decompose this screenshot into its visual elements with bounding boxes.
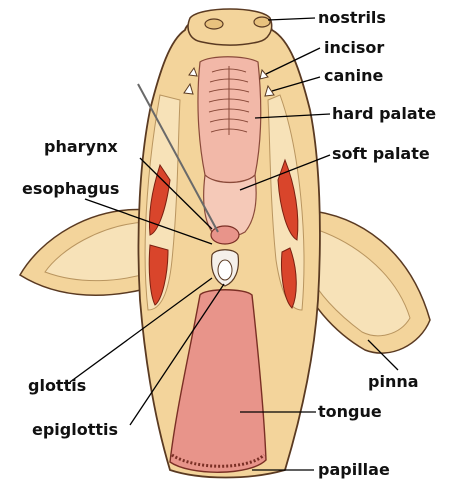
right-nostril-shape: [253, 16, 271, 28]
right-muscle-upper: [277, 158, 299, 241]
label-pinna: pinna: [368, 372, 419, 391]
left-muscle-lower: [148, 244, 169, 306]
glottis-opening: [217, 259, 233, 281]
leader-lines: [69, 17, 399, 471]
label-nostrils: nostrils: [318, 8, 386, 27]
soft-palate-shape: [203, 173, 257, 238]
label-hard-palate: hard palate: [332, 104, 437, 123]
label-canine: canine: [324, 66, 384, 85]
label-incisor: incisor: [324, 38, 385, 57]
papillae-texture: [171, 453, 266, 468]
tongue-shape: [169, 289, 267, 473]
left-nostril-shape: [204, 18, 224, 30]
label-papillae: papillae: [318, 460, 390, 479]
label-glottis: glottis: [28, 376, 87, 395]
left-incisor-shape: [188, 66, 198, 77]
palate-ridges: [208, 66, 250, 135]
right-pinna-inner: [309, 227, 411, 337]
label-esophagus: esophagus: [22, 179, 120, 198]
label-pharynx: pharynx: [44, 137, 118, 156]
snout-shape: [187, 8, 273, 46]
label-soft-palate: soft palate: [332, 144, 430, 163]
right-incisor-shape: [259, 68, 269, 80]
label-epiglottis: epiglottis: [32, 420, 119, 439]
right-canine-shape: [264, 84, 275, 97]
right-muscle-lower: [281, 247, 297, 309]
label-tongue: tongue: [318, 402, 382, 421]
left-pinna-inner: [44, 221, 153, 282]
left-canine-shape: [183, 82, 194, 95]
probe-stick: [137, 83, 219, 233]
